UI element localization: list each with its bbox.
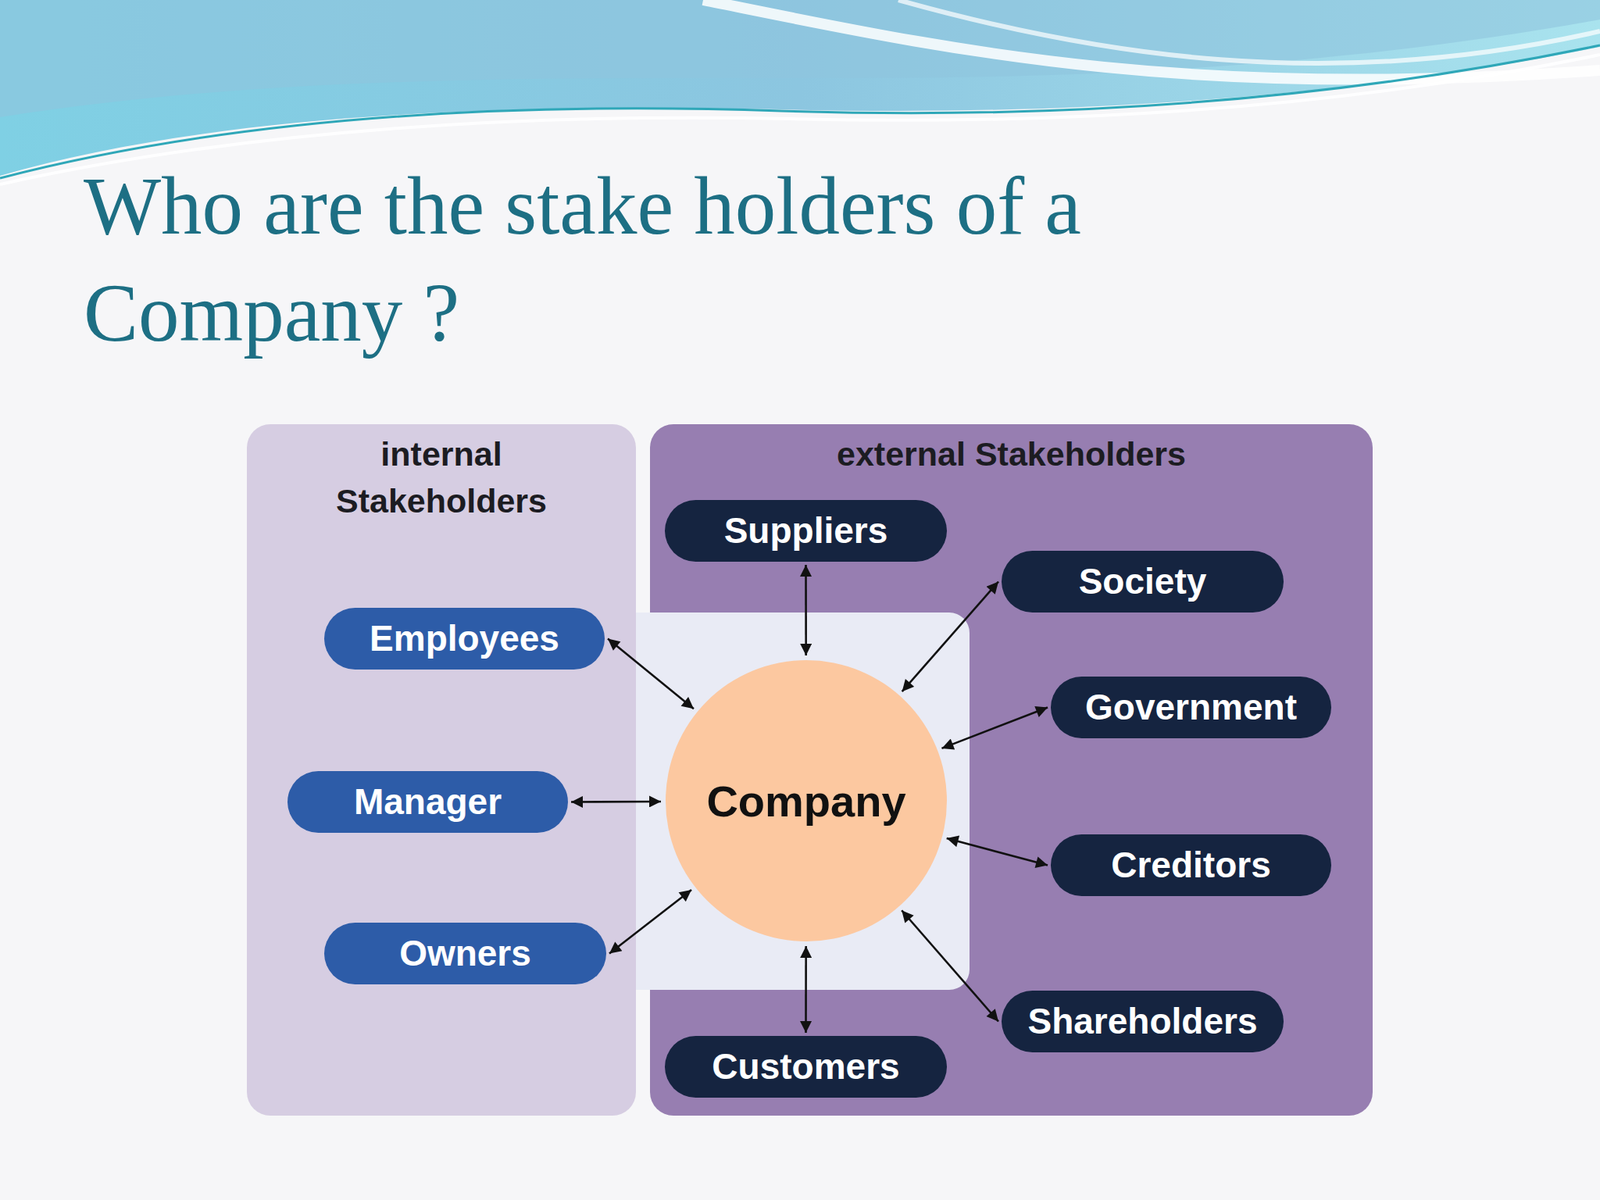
external-stakeholder: Shareholders: [1001, 990, 1284, 1053]
double-arrow: [804, 946, 808, 1033]
stakeholder-label: Suppliers: [724, 510, 889, 551]
external-stakeholder: Creditors: [1050, 834, 1332, 897]
panel-heading: internal Stakeholders: [246, 430, 636, 525]
stakeholder-label: Owners: [399, 933, 532, 974]
wave-streak: [898, 0, 1600, 64]
stakeholder-label: Creditors: [1110, 845, 1271, 886]
wave-band: [0, 0, 1600, 176]
external-stakeholder: Suppliers: [664, 500, 947, 562]
company-label: Company: [706, 775, 906, 827]
stakeholder-label: Customers: [711, 1046, 900, 1087]
wave-streak: [703, 0, 1600, 80]
stakeholder-label: Government: [1085, 687, 1297, 728]
company-circle: Company: [665, 660, 947, 942]
stakeholder-label: Shareholders: [1028, 1001, 1258, 1042]
stakeholder-label: Society: [1078, 561, 1208, 602]
external-stakeholder: Customers: [664, 1035, 947, 1098]
wave-line: [0, 45, 1600, 179]
double-arrow: [607, 639, 694, 710]
panel-fill: [246, 424, 636, 1116]
double-arrow: [946, 838, 1048, 866]
internal-stakeholder: Employees: [324, 607, 605, 670]
stakeholder-label: Manager: [353, 782, 502, 822]
double-arrow: [901, 910, 999, 1022]
double-arrow: [804, 564, 808, 656]
external-panel: external StakeholdersSuppliersSocietyGov…: [650, 424, 1373, 1116]
internal-stakeholder: Manager: [287, 771, 568, 833]
panel-heading: external Stakeholders: [650, 430, 1373, 478]
double-arrow: [902, 582, 999, 693]
internal-panel: internal StakeholdersEmployeesManagerOwn…: [246, 424, 636, 1116]
slide-title: Who are the stake holders of a Company ?: [83, 153, 1334, 367]
stakeholder-label: Employees: [369, 618, 560, 659]
double-arrow: [609, 889, 692, 954]
circle-shape: [665, 660, 947, 942]
double-arrow: [941, 707, 1048, 749]
external-stakeholder: Society: [1001, 550, 1284, 613]
wave-band: [0, 0, 1600, 118]
external-stakeholder: Government: [1050, 676, 1332, 739]
internal-stakeholder: Owners: [324, 922, 607, 985]
double-arrow: [571, 800, 661, 804]
